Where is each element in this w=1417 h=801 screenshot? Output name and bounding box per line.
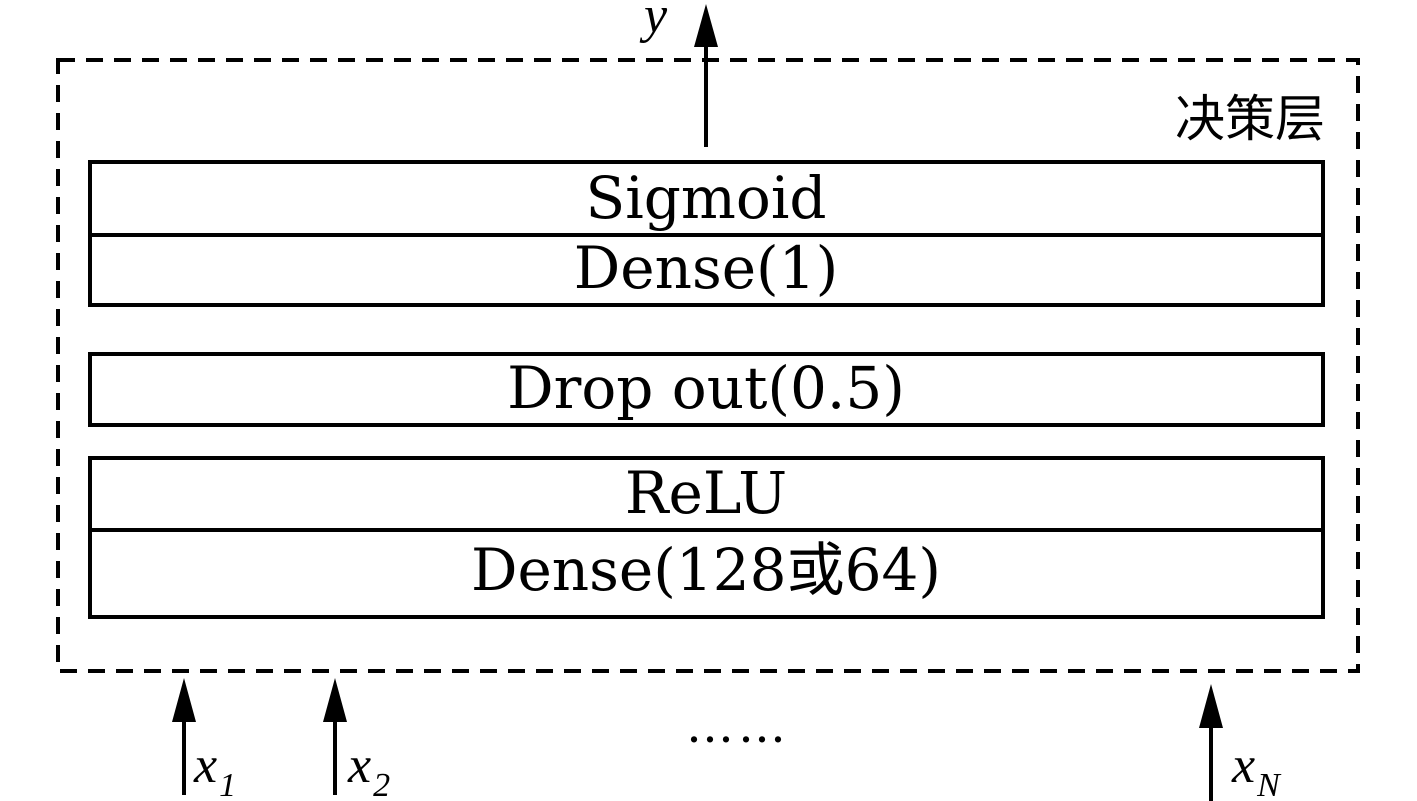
dropout-layer xyxy=(88,352,1325,427)
input-label-xN: xN xyxy=(1231,737,1282,801)
hidden-layer-group: ReLU Dense(128或64) xyxy=(88,456,1325,619)
input-arrow-xN xyxy=(1199,684,1223,801)
output-label: y xyxy=(639,0,668,44)
sigmoid-label: Sigmoid xyxy=(585,164,826,232)
block-title: 决策层 xyxy=(1175,90,1325,148)
dense128-label: Dense(128或64) xyxy=(471,536,941,604)
relu-label: ReLU xyxy=(625,459,787,527)
input-label-x2: x2 xyxy=(347,737,390,801)
input-label-x1: x1 xyxy=(193,737,236,801)
dropout-layer-group: Drop out(0.5) xyxy=(88,352,1325,427)
output-layer-group: Sigmoid Dense(1) xyxy=(88,160,1325,307)
dropout-label: Drop out(0.5) xyxy=(507,354,905,422)
dense1-label: Dense(1) xyxy=(574,234,838,302)
input-arrow-x1 xyxy=(172,678,196,795)
input-ellipsis: …… xyxy=(686,698,790,754)
output-arrow xyxy=(694,4,718,147)
relu-layer xyxy=(88,456,1325,619)
input-arrow-x2 xyxy=(323,678,347,795)
